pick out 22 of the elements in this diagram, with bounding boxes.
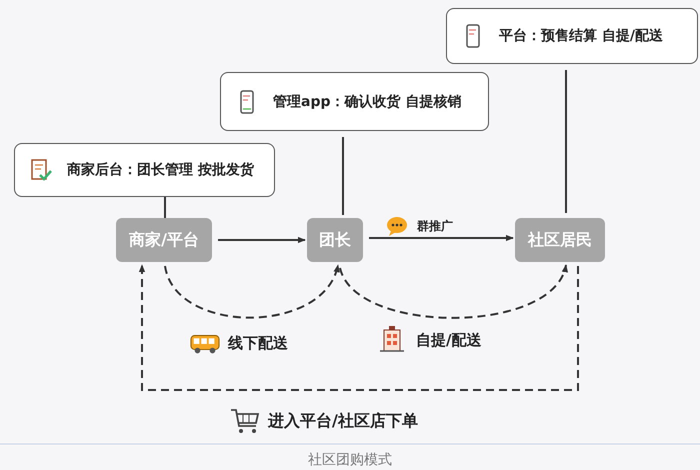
edge-label: 群推广 (417, 218, 453, 234)
box-text: 平台：预售结算 自提/配送 (499, 27, 663, 45)
connector-line (565, 70, 567, 213)
process-box: 社区居民 (515, 218, 605, 262)
dashed-arrow (339, 264, 567, 319)
connector-line (164, 197, 166, 218)
dashed-arrow (164, 264, 339, 319)
arrow (369, 234, 514, 242)
box-text: 商家后台：团长管理 按批发货 (67, 161, 254, 179)
edge-label: 线下配送 (228, 334, 288, 352)
edge-label: 进入平台/社区店下单 (268, 410, 418, 432)
info-box (14, 143, 275, 197)
connector-line (342, 137, 344, 215)
info-box (220, 72, 489, 131)
dashed-arrow (138, 264, 579, 391)
edge-label: 自提/配送 (416, 330, 482, 350)
arrow (218, 236, 306, 244)
caption: 社区团购模式 (307, 451, 393, 469)
process-box: 商家/平台 (116, 218, 212, 262)
info-box (446, 8, 698, 64)
process-box: 团长 (307, 218, 363, 262)
box-text: 管理app：确认收货 自提核销 (273, 92, 462, 110)
